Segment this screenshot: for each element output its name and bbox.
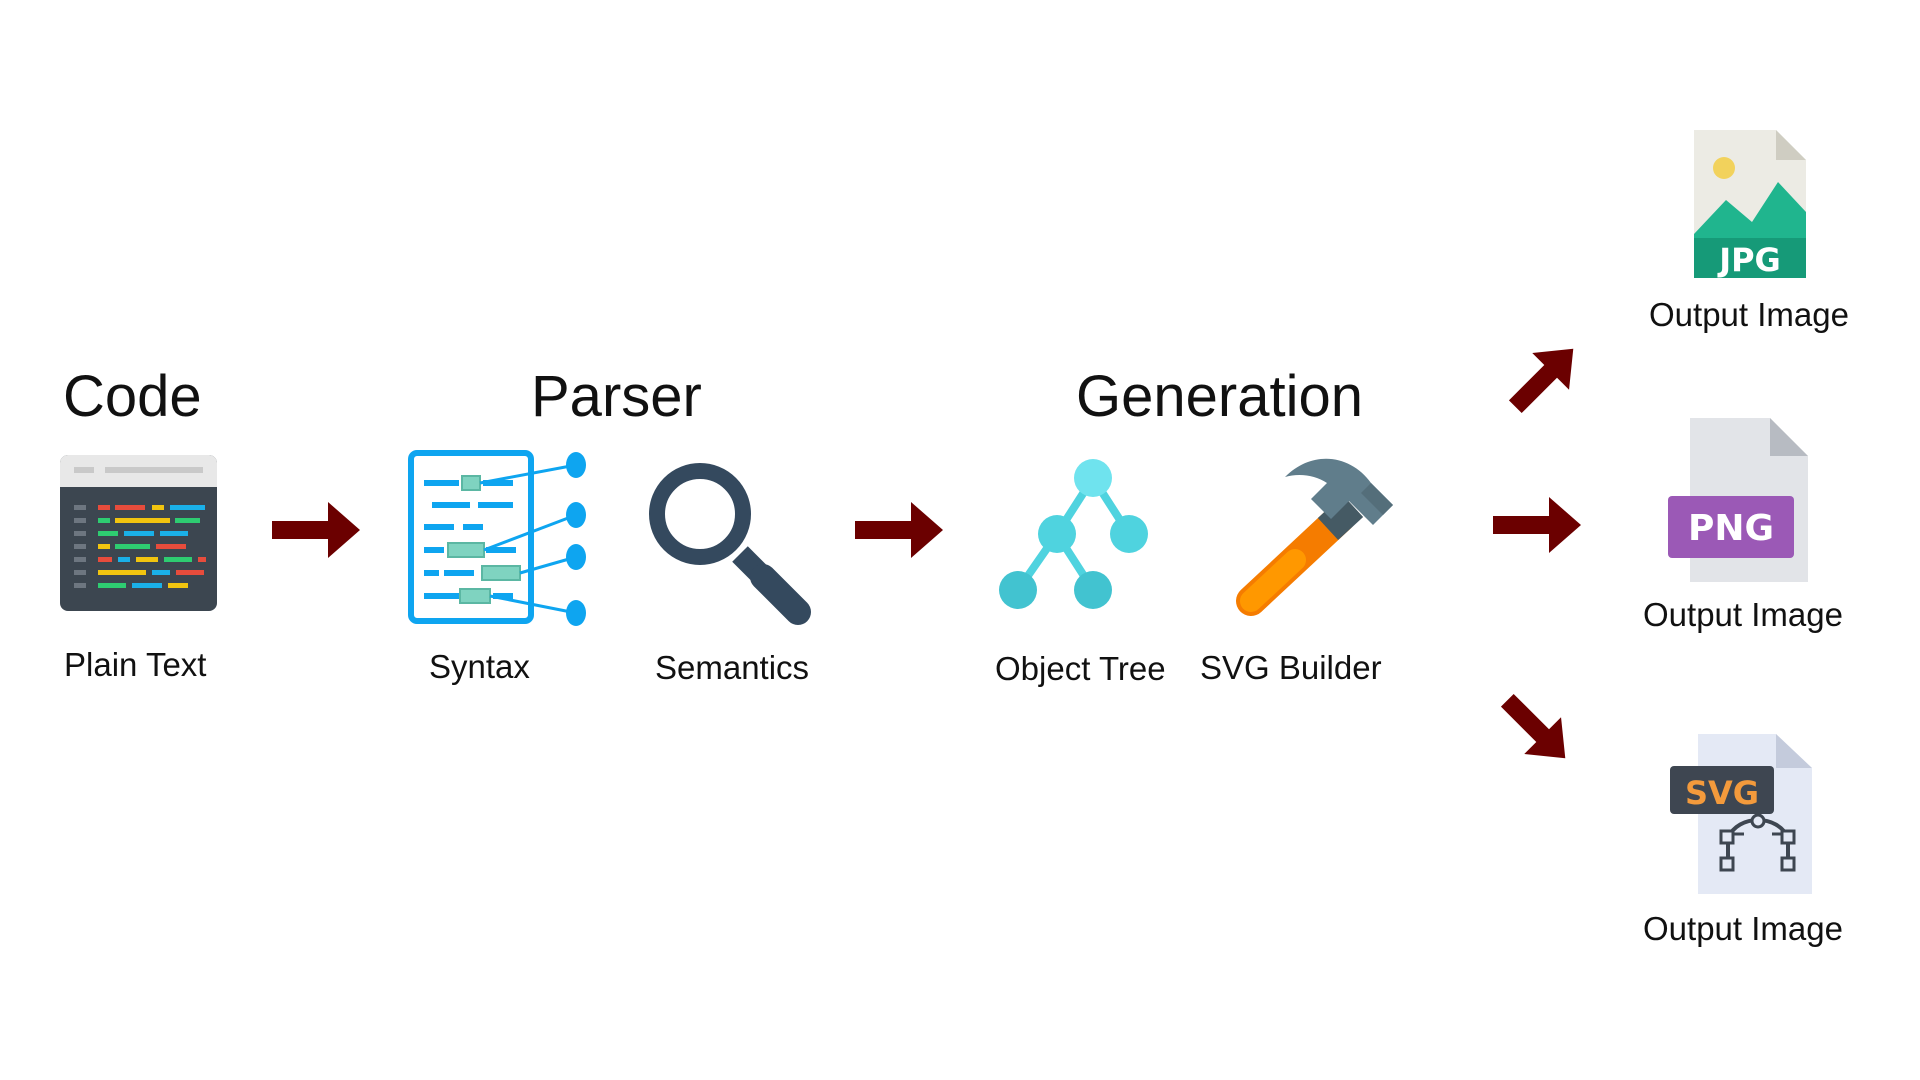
- label-svg-builder: SVG Builder: [1200, 649, 1382, 686]
- syntax-document-icon: [408, 450, 586, 626]
- arrow-right-icon: [1493, 497, 1581, 553]
- jpg-file-icon: JPG: [1694, 130, 1806, 279]
- svg-file-icon: SVG: [1670, 734, 1812, 894]
- stage-title-generation: Generation: [1076, 364, 1363, 429]
- stage-title-code: Code: [63, 364, 202, 429]
- stage-title-parser: Parser: [531, 364, 702, 429]
- arrow-right-icon: [272, 502, 360, 558]
- svg-badge-text: SVG: [1685, 774, 1759, 812]
- label-object-tree: Object Tree: [995, 650, 1166, 687]
- label-semantics: Semantics: [655, 649, 810, 686]
- magnifying-glass-icon: [649, 463, 811, 625]
- code-editor-icon: [60, 455, 217, 611]
- arrow-right-icon: [855, 502, 943, 558]
- label-output-image-png: Output Image: [1643, 596, 1843, 633]
- png-file-icon: PNG: [1668, 418, 1808, 582]
- png-badge-text: PNG: [1688, 508, 1774, 549]
- jpg-badge-text: JPG: [1717, 241, 1781, 279]
- label-plain-text: Plain Text: [64, 646, 207, 683]
- bezier-curve-icon: [1719, 813, 1796, 872]
- label-output-image-jpg: Output Image: [1649, 296, 1849, 333]
- label-output-image-svg: Output Image: [1643, 910, 1843, 947]
- arrow-down-right-icon: [1500, 693, 1566, 759]
- label-syntax: Syntax: [429, 648, 530, 685]
- hammer-icon: [1236, 458, 1393, 616]
- arrow-up-right-icon: [1508, 348, 1574, 414]
- tree-graph-icon: [999, 459, 1148, 609]
